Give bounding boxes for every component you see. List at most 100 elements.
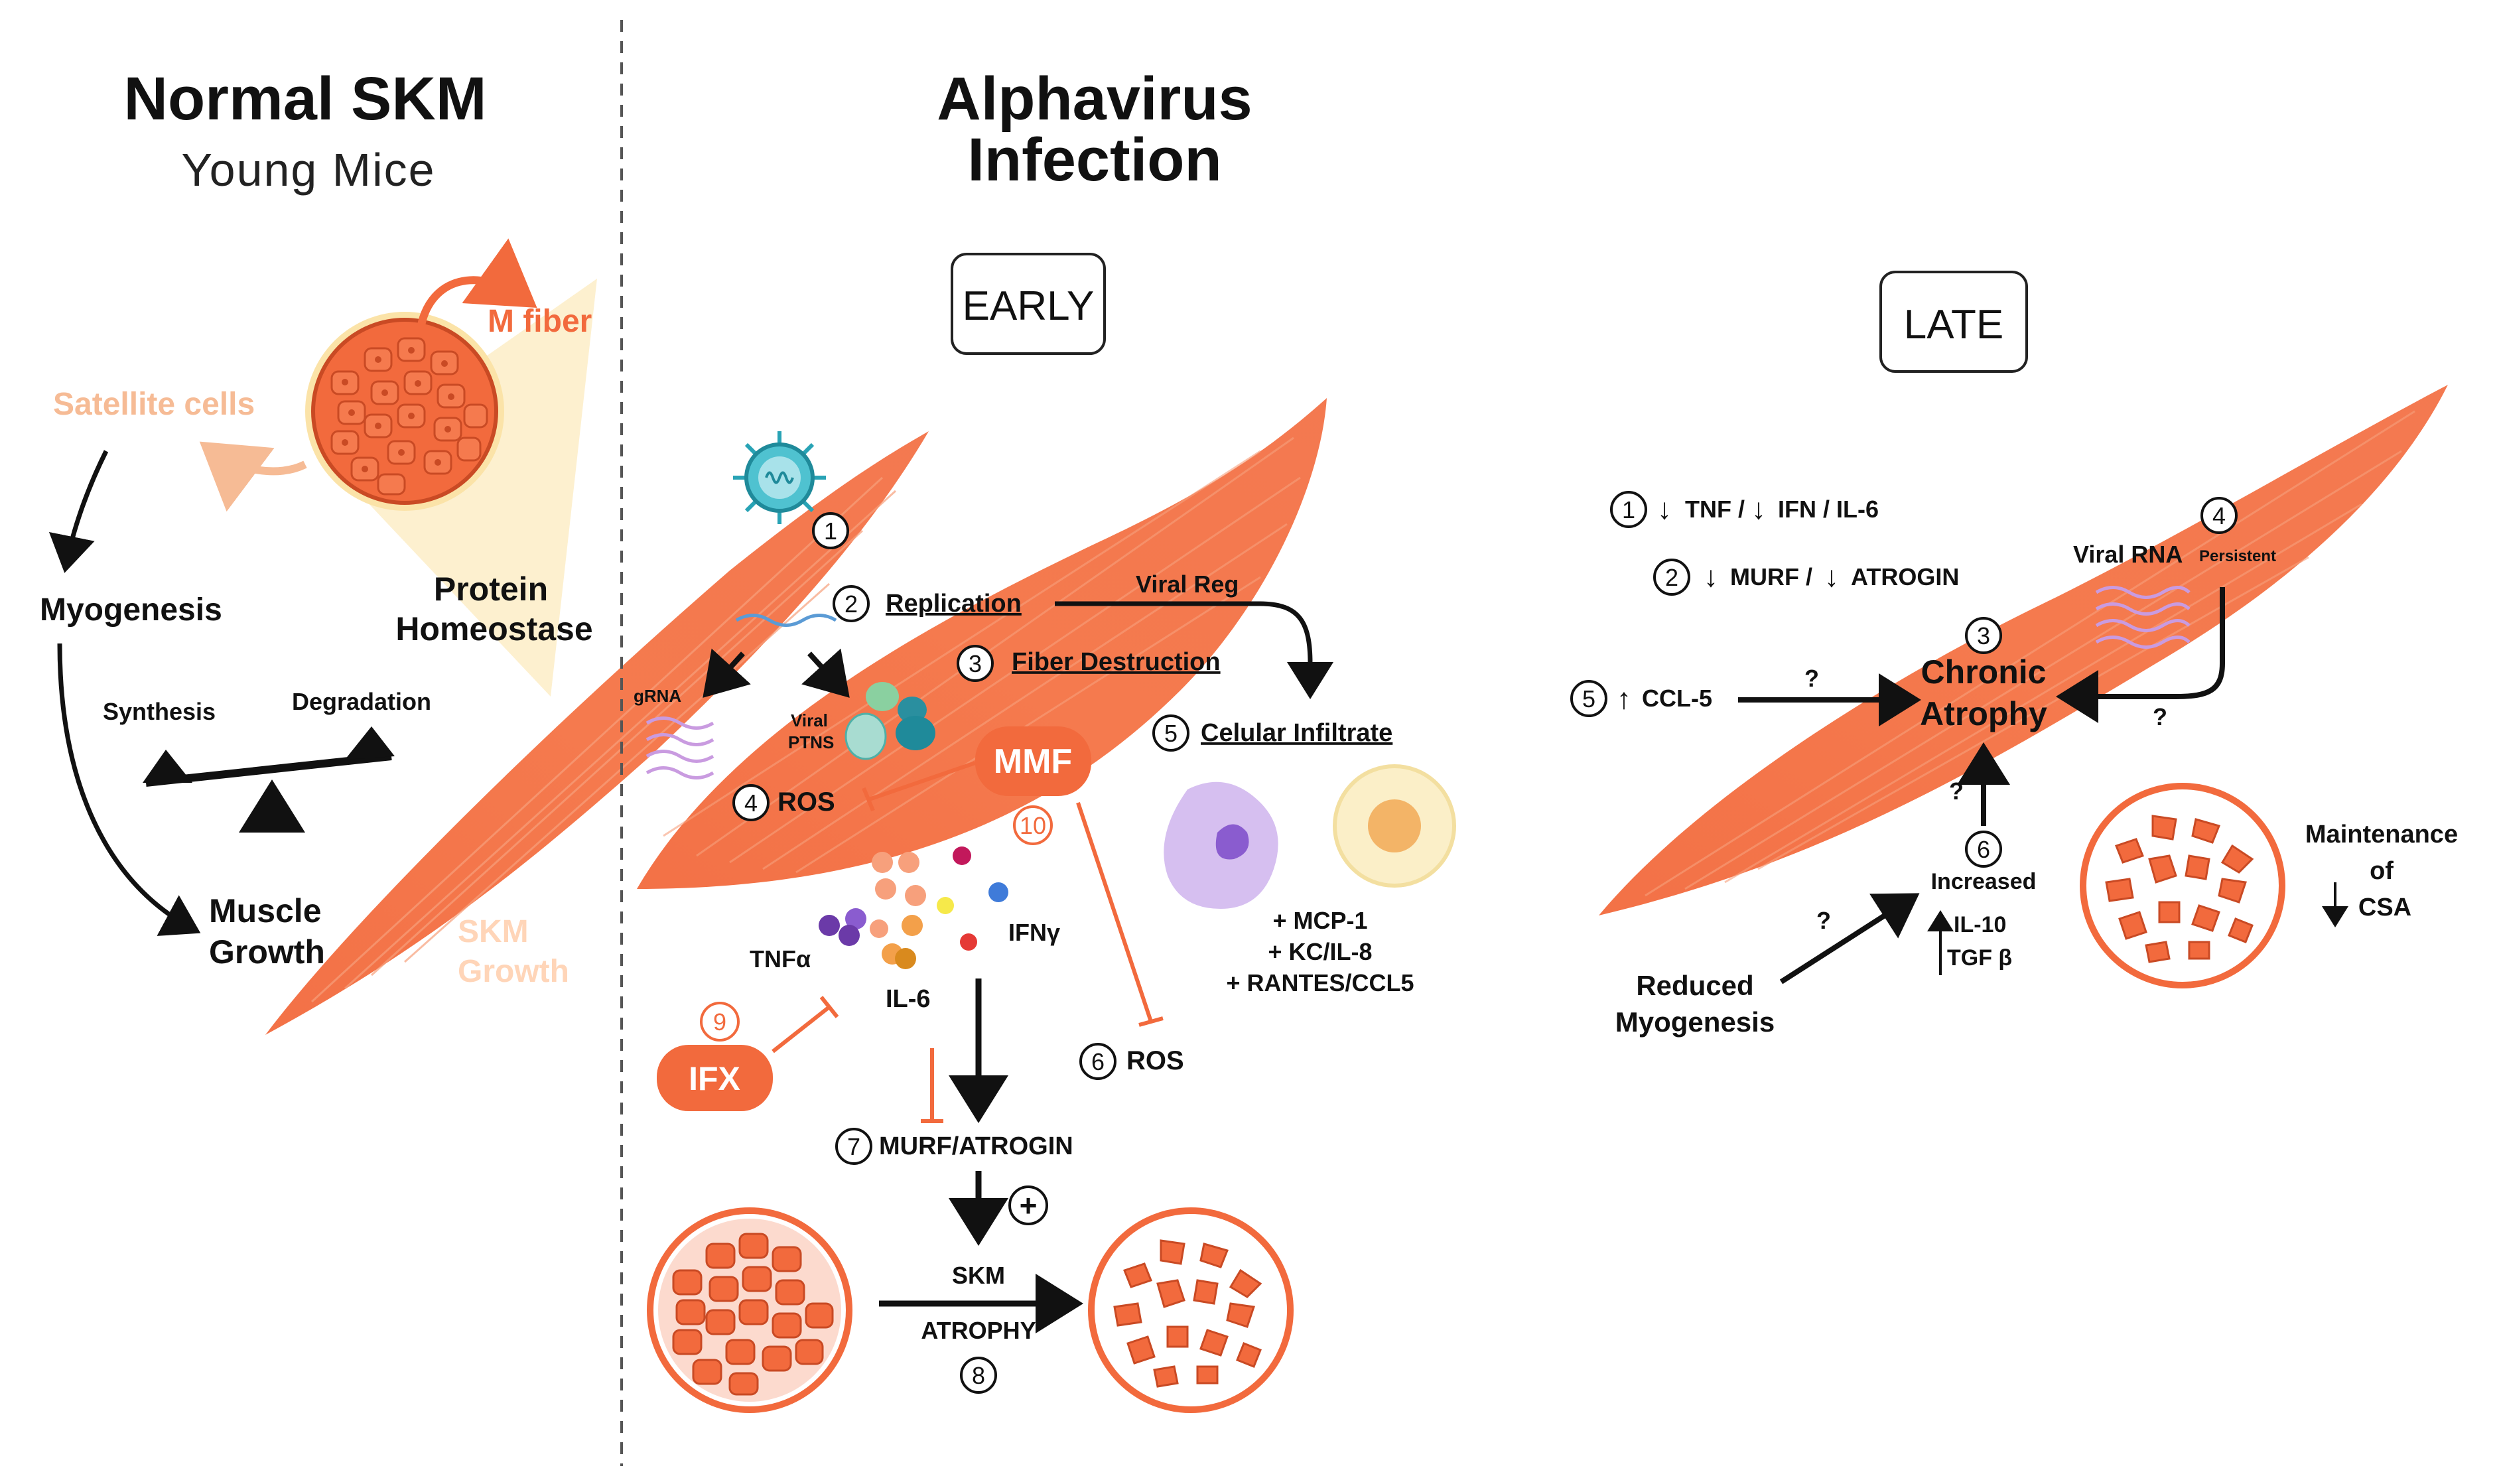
late-atrophy-label: Atrophy [1920, 695, 2047, 732]
step-5-badge [1152, 714, 1189, 752]
csa-label: CSA [2358, 894, 2411, 921]
late-step-2-number: 2 [1665, 564, 1678, 591]
late-box [1879, 271, 2028, 373]
step-9-badge [700, 1002, 740, 1042]
satellite-cells-arrow [199, 441, 307, 512]
maintenance-label: Maintenance [2305, 821, 2458, 848]
synthesis-label: Synthesis [103, 698, 216, 725]
to-grna-arrow [703, 648, 751, 698]
tnf-label: TNF / [1685, 496, 1745, 523]
viral-reg-label: Viral Reg [1136, 571, 1239, 598]
chronic-atrophic-fiber-icon [2080, 783, 2285, 988]
viral-rna-label: Viral RNA [2073, 541, 2183, 568]
ifx-inhibits-tnfa [772, 996, 839, 1053]
m-fiber-arrow [417, 238, 537, 326]
skm-label: SKM [952, 1262, 1005, 1289]
viral-ptns-label-1: Viral [791, 710, 828, 730]
early-box [951, 253, 1106, 355]
macrophage-cell-icon [1164, 781, 1278, 909]
step-9-number: 9 [713, 1008, 726, 1036]
grna-squiggles-icon [645, 716, 714, 779]
step-5-number: 5 [1164, 720, 1178, 747]
satellite-to-myogenesis-arrow [48, 450, 109, 573]
step-4-badge [732, 784, 770, 821]
grna-label: gRNA [634, 686, 681, 706]
ifng-label: IFNγ [1008, 919, 1060, 946]
skm-growth-label-2: Growth [458, 954, 569, 989]
ros-label: ROS [777, 787, 835, 817]
late-step-1-badge [1610, 491, 1647, 528]
late-step-4-badge [2200, 497, 2238, 534]
reduced-label: Reduced [1636, 970, 1753, 1001]
late-step-6-number: 6 [1977, 836, 1990, 863]
left-panel: Normal SKM Young Mice SKM Growth [40, 65, 929, 1035]
persistent-label: Persistent [2199, 547, 2276, 565]
late-step-4-number: 4 [2212, 502, 2226, 529]
skm-growth-label-1: SKM [458, 914, 529, 949]
murf-atrogin-label: MURF/ATROGIN [879, 1132, 1073, 1160]
right-panel: LATE 1 ↓ TNF / ↓ IFN / IL-6 2 ↓ MURF / ↓… [1570, 271, 2458, 1038]
middle-panel: Alphavirus Infection EARLY 1 [634, 65, 1456, 1413]
ifx-pill [657, 1045, 773, 1111]
step-7-number: 7 [847, 1133, 860, 1160]
kc-il8-label: + KC/IL-8 [1268, 938, 1372, 965]
late-down-arrow-tnf: ↓ [1657, 493, 1672, 525]
late-step-3-number: 3 [1977, 622, 1990, 649]
ifx-label: IFX [689, 1060, 740, 1097]
viral-reg-arrow [1055, 601, 1333, 699]
neutrophil-cell-icon [1333, 764, 1456, 888]
late-step-5-number: 5 [1582, 685, 1595, 712]
balance-seesaw-icon [143, 726, 395, 833]
reduced-myogenesis-arrow [1779, 893, 1920, 984]
late-step-6-badge [1965, 831, 2002, 868]
mmf-pill [975, 726, 1091, 796]
viral-rna-squiggle [735, 614, 837, 627]
late-q-ccl5: ? [1804, 665, 1819, 692]
late-down-arrow-atrogin: ↓ [1824, 561, 1839, 593]
alphavirus-icon [733, 431, 826, 524]
viral-rna-to-atrophy-arrow [2056, 587, 2225, 723]
step-8-badge [960, 1357, 997, 1394]
left-subtitle: Young Mice [181, 144, 435, 196]
step-4-number: 4 [744, 789, 758, 817]
late-down-arrow-murf: ↓ [1704, 561, 1718, 593]
myogenesis-label: Myogenesis [40, 592, 222, 628]
plus-sign: + [1020, 1188, 1038, 1223]
viral-proteins-icon [844, 682, 935, 760]
late-down-arrow-ifn: ↓ [1751, 493, 1766, 525]
step-10-badge [1013, 805, 1053, 845]
chronic-label: Chronic [1921, 653, 2047, 691]
to-viral-ptns-arrow [801, 648, 850, 698]
mmf-label: MMF [994, 742, 1072, 781]
left-muscle-striations [310, 476, 897, 1003]
healthy-fiber-icon [647, 1207, 852, 1413]
mmf-inhibits-ros [862, 761, 976, 812]
step-7-badge [835, 1128, 872, 1165]
step-3-badge [957, 645, 994, 682]
late-step-2-badge [1653, 559, 1690, 596]
left-muscle-band [265, 431, 929, 1035]
myogenesis-to-growth-arrow [57, 643, 201, 936]
step-10-number: 10 [1020, 812, 1046, 839]
m-fiber-label: M fiber [488, 304, 592, 339]
late-step-3-badge [1965, 617, 2002, 654]
increased-label: Increased [1931, 869, 2037, 894]
il10-label: IL-10 [1954, 912, 2006, 937]
step-8-number: 8 [972, 1362, 985, 1389]
positive-regulation-badge [1008, 1185, 1048, 1225]
early-label: EARLY [963, 283, 1095, 329]
satellite-cells-label: Satellite cells [53, 387, 255, 422]
mcp1-label: + MCP-1 [1272, 907, 1367, 934]
persistent-rna-squiggles-icon [2095, 586, 2191, 649]
middle-muscle-striations [663, 437, 1301, 874]
protein-homeostase-label-1: Protein [434, 571, 548, 608]
reduced-myogenesis-label: Myogenesis [1615, 1006, 1775, 1038]
late-up-arrow-ccl5: ↑ [1617, 683, 1631, 715]
muscle-growth-label-2: Growth [209, 933, 325, 971]
tgfb-label: TGF β [1947, 945, 2012, 971]
left-title: Normal SKM [124, 65, 487, 133]
step-1-badge [812, 512, 849, 549]
mmf-inhibits-ros-6 [1076, 802, 1164, 1027]
fiber-destruction-label: Fiber Destruction [1012, 648, 1221, 676]
